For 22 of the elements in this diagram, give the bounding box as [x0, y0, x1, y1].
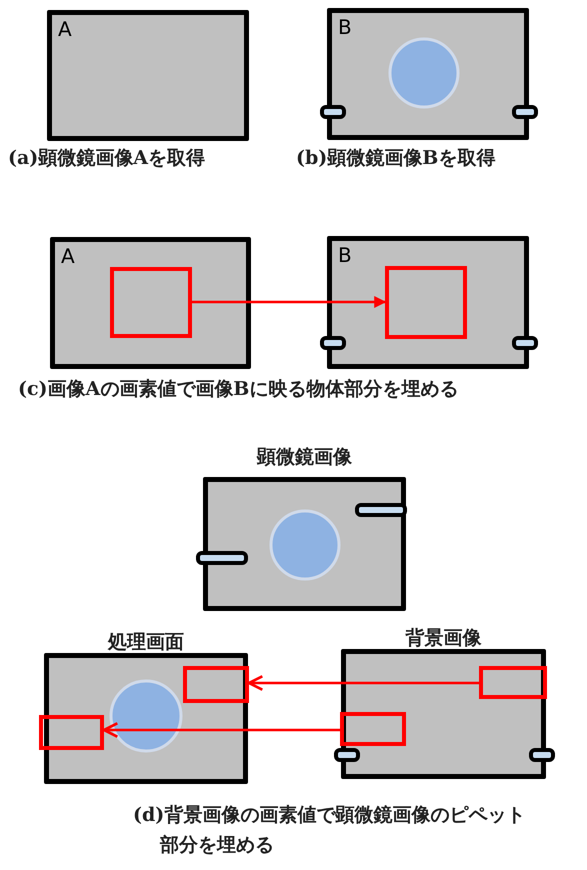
image-letter: B	[338, 15, 352, 39]
image-letter: B	[338, 243, 352, 267]
step-caption: (c)画像Aの画素値で画像Bに映る物体部分を埋める	[18, 377, 460, 402]
image-panel	[47, 10, 249, 141]
image-title: 処理画面	[106, 630, 185, 655]
arrow	[248, 675, 479, 691]
highlight-frame	[385, 266, 467, 339]
highlight-frame	[39, 715, 104, 750]
image-title: 背景画像	[404, 626, 482, 651]
highlight-frame	[340, 712, 406, 746]
highlight-frame	[110, 267, 192, 338]
highlight-frame	[479, 666, 547, 699]
image-letter: A	[61, 244, 75, 268]
arrow	[192, 296, 386, 308]
step-caption: (d)背景画像の画素値で顕微鏡画像のピペット部分を埋める	[133, 803, 526, 858]
image-panel	[50, 237, 251, 369]
image-title: 顕微鏡画像	[256, 445, 353, 470]
step-caption: (a)顕微鏡画像Aを取得	[8, 146, 206, 171]
arrow	[102, 722, 340, 738]
image-letter: A	[58, 17, 72, 41]
highlight-frame	[183, 666, 249, 703]
step-caption: (b)顕微鏡画像Bを取得	[296, 146, 496, 171]
